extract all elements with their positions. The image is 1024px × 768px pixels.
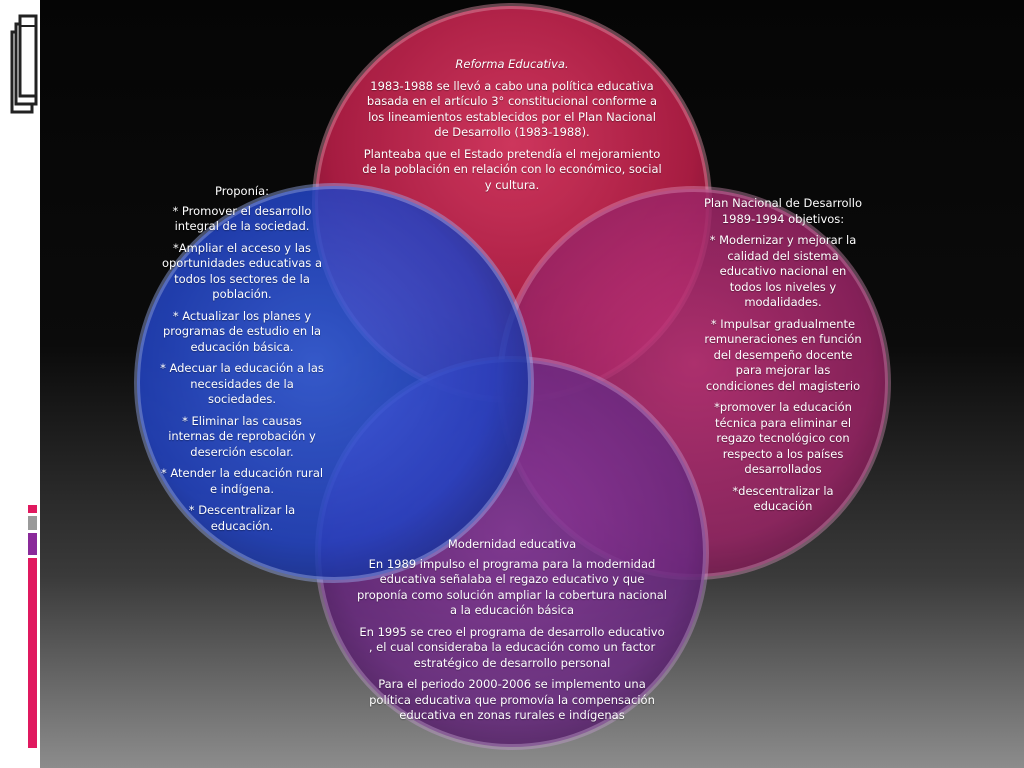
proponia-item: * Atender la educación rural e indígena. [160,466,324,496]
modernidad-paragraph-3: Para el periodo 2000-2006 se implemento … [369,677,655,722]
proponia-item: * Adecuar la educación a las necesidades… [160,361,324,406]
accent-bar [28,516,37,530]
proponia-title: Proponía: [215,184,269,198]
plan-nacional-text: Plan Nacional de Desarrollo 1989-1994 ob… [704,196,862,521]
modernidad-educativa-text: Modernidad educativa En 1989 impulso el … [356,537,668,730]
accent-bar [28,505,37,513]
left-decor-strip [0,0,40,768]
reforma-paragraph-2: Planteaba que el Estado pretendía el mej… [362,146,662,192]
modernidad-paragraph-1: En 1989 impulso el programa para la mode… [357,556,667,618]
reforma-paragraph-1: 1983-1988 se llevó a cabo una política e… [366,78,658,140]
proponia-item: * Eliminar las causas internas de reprob… [168,413,316,459]
reforma-title: Reforma Educativa. [455,57,569,71]
plan-nacional-item: * Modernizar y mejorar la calidad del si… [709,233,857,309]
plan-nacional-title: Plan Nacional de Desarrollo 1989-1994 ob… [704,196,862,226]
accent-bars [28,505,38,751]
plan-nacional-item: * Impulsar gradualmente remuneraciones e… [704,316,862,393]
circle-proponia [134,183,534,583]
accent-bar [28,533,37,555]
modernidad-title: Modernidad educativa [447,537,577,551]
window-stack-icon [10,14,38,114]
accent-bar [28,558,37,748]
plan-nacional-item: *promover la educación técnica para elim… [714,400,852,476]
proponia-item: * Promover el desarrollo integral de la … [172,203,312,234]
modernidad-paragraph-2: En 1995 se creo el programa de desarroll… [359,624,665,670]
reforma-educativa-text: Reforma Educativa. 1983-1988 se llevó a … [362,57,662,199]
proponia-item: *Ampliar el acceso y las oportunidades e… [161,240,323,302]
proponia-item: * Actualizar los planes y programas de e… [162,308,322,354]
proponia-item: * Descentralizar la educación. [188,503,296,533]
plan-nacional-item: *descentralizar la educación [732,483,834,514]
proponia-text: Proponía: * Promover el desarrollo integ… [160,184,324,540]
